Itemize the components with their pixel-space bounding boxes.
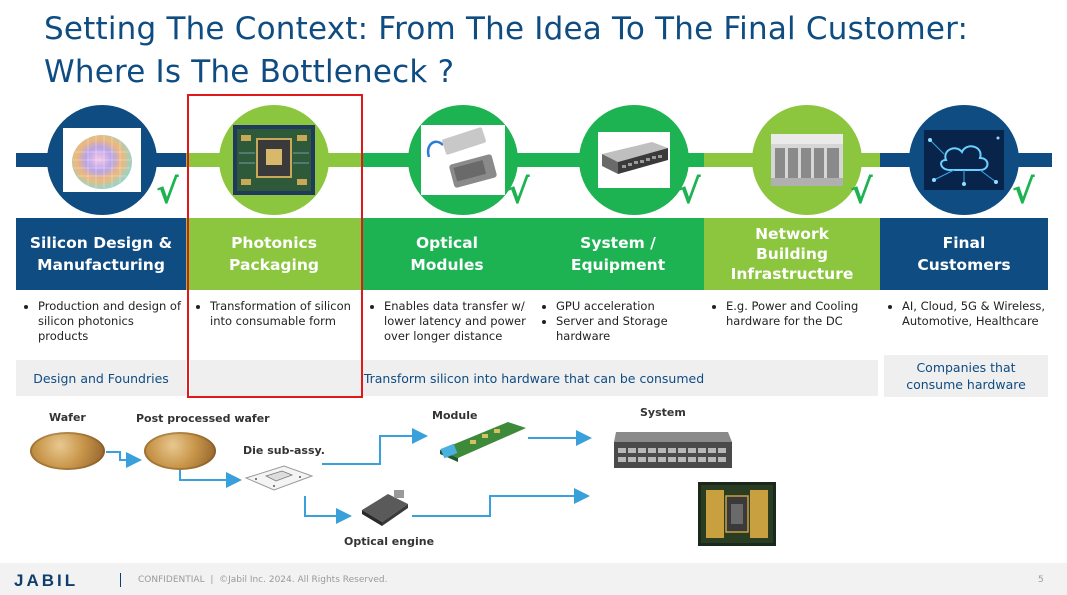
stage-circle-silicon bbox=[47, 105, 157, 215]
bullet-item: E.g. Power and Cooling hardware for the … bbox=[726, 299, 872, 329]
bullet-item: Enables data transfer w/ lower latency a… bbox=[384, 299, 530, 344]
bottleneck-highlight bbox=[187, 94, 363, 398]
die-sub-assy-label: Die sub-assy. bbox=[243, 444, 325, 457]
bullet-item: GPU acceleration bbox=[556, 299, 702, 314]
transform-silicon-box: Transform silicon into hardware that can… bbox=[190, 360, 878, 396]
optical-engine-image bbox=[362, 490, 408, 526]
system-server-image bbox=[614, 432, 732, 468]
check-icon-system: √ bbox=[678, 172, 701, 212]
post-processed-wafer-label: Post processed wafer bbox=[136, 412, 270, 425]
chip-board-icon bbox=[233, 125, 315, 195]
post-processed-wafer-image bbox=[144, 432, 216, 470]
die-sub-assy-image bbox=[244, 465, 314, 491]
bullet-item: Transformation of silicon into consumabl… bbox=[210, 299, 356, 329]
bullet-item: AI, Cloud, 5G & Wireless, Automotive, He… bbox=[902, 299, 1048, 329]
bullet-item: Production and design of silicon photoni… bbox=[38, 299, 182, 344]
check-icon-silicon: √ bbox=[156, 172, 179, 212]
stage-circle-system bbox=[579, 105, 689, 215]
stage-circle-final bbox=[909, 105, 1019, 215]
stage-bullets-network: E.g. Power and Cooling hardware for the … bbox=[712, 299, 872, 329]
gpu-board-image bbox=[698, 482, 776, 546]
jabil-logo: JABIL bbox=[14, 571, 79, 590]
check-icon-final: √ bbox=[1012, 172, 1035, 212]
title-line-2: Where Is The Bottleneck ? bbox=[44, 54, 455, 90]
wafer-icon bbox=[63, 128, 141, 192]
page-title: Setting The Context: From The Idea To Th… bbox=[44, 8, 968, 94]
module-label: Module bbox=[432, 409, 478, 422]
cloud-network-icon bbox=[924, 130, 1004, 190]
stage-circle-photonics bbox=[219, 105, 329, 215]
check-icon-network: √ bbox=[850, 172, 873, 212]
stage-label-system: System /Equipment bbox=[532, 218, 704, 290]
stage-circle-optical bbox=[408, 105, 518, 215]
server-icon bbox=[598, 132, 670, 188]
stage-bullets-optical: Enables data transfer w/ lower latency a… bbox=[370, 299, 530, 344]
system-label: System bbox=[640, 406, 686, 419]
stage-bullets-silicon: Production and design of silicon photoni… bbox=[24, 299, 182, 344]
confidential-notice: CONFIDENTIAL | ©Jabil Inc. 2024. All Rig… bbox=[138, 575, 388, 585]
stage-circle-network bbox=[752, 105, 862, 215]
design-foundries-box: Design and Foundries bbox=[16, 360, 186, 396]
footer: JABIL CONFIDENTIAL | ©Jabil Inc. 2024. A… bbox=[0, 563, 1067, 595]
stage-label-silicon: Silicon Design &Manufacturing bbox=[16, 218, 186, 290]
stage-bullets-final: AI, Cloud, 5G & Wireless, Automotive, He… bbox=[888, 299, 1048, 329]
bullet-item: Server and Storage hardware bbox=[556, 314, 702, 344]
optical-module-icon bbox=[421, 125, 505, 195]
datacenter-icon bbox=[771, 134, 843, 186]
wafer-image bbox=[30, 432, 105, 470]
check-icon-optical: √ bbox=[507, 172, 530, 212]
title-line-1: Setting The Context: From The Idea To Th… bbox=[44, 11, 969, 47]
stage-bullets-photonics: Transformation of silicon into consumabl… bbox=[196, 299, 356, 329]
optical-engine-label: Optical engine bbox=[344, 535, 435, 548]
stage-bullets-system: GPU acceleration Server and Storage hard… bbox=[542, 299, 702, 344]
page-number: 5 bbox=[1038, 575, 1044, 585]
wafer-label: Wafer bbox=[49, 411, 86, 424]
module-image bbox=[440, 422, 526, 462]
footer-separator bbox=[120, 573, 121, 587]
